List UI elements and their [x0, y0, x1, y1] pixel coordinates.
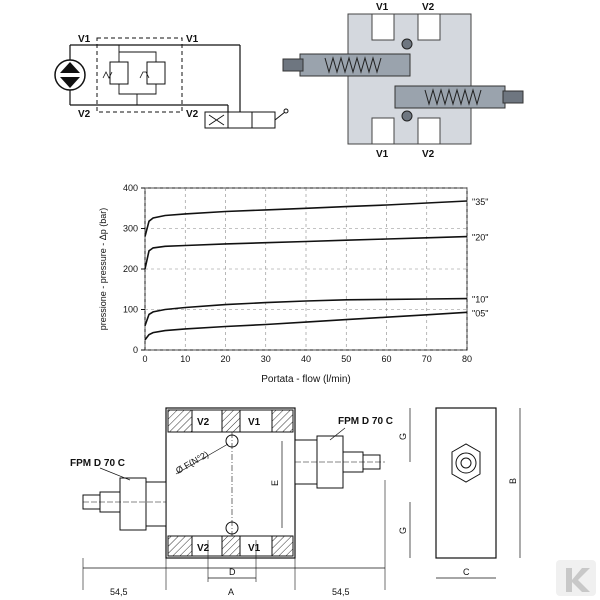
- y-tick-label: 100: [123, 305, 138, 315]
- pump-arrow-up: [60, 62, 80, 73]
- spring-upper: [324, 56, 382, 74]
- fitting-label-left: FPM D 70 C: [70, 458, 125, 469]
- dim-label-a: A: [228, 587, 234, 597]
- valve-body: [347, 13, 472, 145]
- lever-symbol: [274, 111, 286, 121]
- dim-label-g-top: G: [398, 433, 408, 440]
- section-label-top-v1: V1: [376, 2, 389, 13]
- section-label-bottom-v1: V1: [376, 149, 389, 160]
- hatch-area: [221, 535, 241, 557]
- dim-label-g-bottom: G: [398, 527, 408, 534]
- series-label: "20": [472, 233, 488, 243]
- series-label: "10": [472, 295, 488, 305]
- chart-series: "35" "20" "10" "05": [144, 197, 488, 341]
- relief-valve-1: [109, 61, 129, 85]
- dim-label-c: C: [463, 567, 470, 577]
- hatch-area: [221, 409, 241, 433]
- leader-line: [329, 427, 346, 441]
- port-label: V1: [78, 34, 91, 45]
- port-label: V2: [78, 109, 91, 120]
- x-tick-label: 80: [462, 354, 472, 364]
- hatch-area: [167, 409, 193, 433]
- check-ball: [401, 110, 413, 122]
- leader-line: [175, 443, 229, 475]
- port-label: V1: [186, 34, 199, 45]
- hatch-area: [167, 535, 193, 557]
- y-tick-label: 400: [123, 183, 138, 193]
- x-tick-label: 10: [180, 354, 190, 364]
- fitting-hex: [119, 477, 147, 531]
- y-axis-label: pressione - pressure - Δp (bar): [98, 208, 108, 331]
- cross-symbol: [208, 114, 225, 126]
- lever-knob: [283, 108, 289, 114]
- x-axis-label: Portata - flow (l/min): [261, 374, 350, 385]
- x-tick-label: 70: [422, 354, 432, 364]
- port-bore: [417, 117, 441, 145]
- fitting-label-right: FPM D 70 C: [338, 416, 393, 427]
- hatch-area: [271, 409, 294, 433]
- pump-arrow-down: [60, 77, 80, 88]
- port-bore: [417, 13, 441, 41]
- hydraulic-schematic: V1 V1 V2 V2: [54, 34, 289, 129]
- x-tick-label: 60: [381, 354, 391, 364]
- series-label: "05": [472, 308, 488, 318]
- internal-lines: [118, 45, 157, 105]
- dim-label-e: E: [270, 480, 280, 486]
- x-tick-label: 20: [220, 354, 230, 364]
- dim-label-left: 54,5: [110, 587, 128, 597]
- dim-label-b: B: [508, 478, 518, 484]
- section-label-top-v2: V2: [422, 2, 435, 13]
- dim-label-d: D: [229, 567, 236, 577]
- port-label: V1: [248, 417, 261, 428]
- hatch-area: [271, 535, 294, 557]
- spring-symbol: [102, 71, 113, 79]
- port-label: V2: [197, 543, 210, 554]
- series-line: [144, 235, 468, 270]
- dimension-drawing: V2 V1 V2 V1 Ø F(N°2) FPM D 70 C FPM D 70…: [70, 407, 521, 597]
- chart-ticks: 0 10 20 30 40 50 60 70 80 0 100 200 300 400: [123, 183, 472, 364]
- spring-symbol: [139, 71, 150, 79]
- series-label: "35": [472, 197, 488, 207]
- cartridge-lower: [394, 85, 506, 109]
- y-tick-label: 300: [123, 224, 138, 234]
- valve-boundary: [96, 37, 183, 113]
- series-line: [144, 311, 468, 341]
- y-tick-label: 200: [123, 264, 138, 274]
- dim-label-right: 54,5: [332, 587, 350, 597]
- x-tick-label: 30: [261, 354, 271, 364]
- port-label: V1: [248, 543, 261, 554]
- port-bore: [371, 117, 395, 145]
- section-view: V1 V2 V1 V2: [282, 2, 524, 160]
- x-tick-label: 40: [301, 354, 311, 364]
- fitting-nut: [145, 481, 167, 527]
- valve-body-side: [435, 407, 497, 559]
- port-label: V2: [197, 417, 210, 428]
- series-line: [144, 200, 468, 237]
- leader-line: [99, 467, 131, 481]
- fitting-end-inner: [460, 457, 472, 469]
- brand-logo: [556, 560, 596, 596]
- relief-valve-2: [146, 61, 166, 85]
- series-line: [144, 297, 468, 326]
- adjuster-lower: [502, 90, 524, 104]
- port-bore: [371, 13, 395, 41]
- x-tick-label: 50: [341, 354, 351, 364]
- x-tick-label: 0: [142, 354, 147, 364]
- spring-lower: [424, 88, 482, 106]
- y-tick-label: 0: [133, 345, 138, 355]
- section-label-bottom-v2: V2: [422, 149, 435, 160]
- directional-valve: [204, 111, 276, 129]
- check-ball: [401, 38, 413, 50]
- port-label: V2: [186, 109, 199, 120]
- adjuster-upper: [282, 58, 304, 72]
